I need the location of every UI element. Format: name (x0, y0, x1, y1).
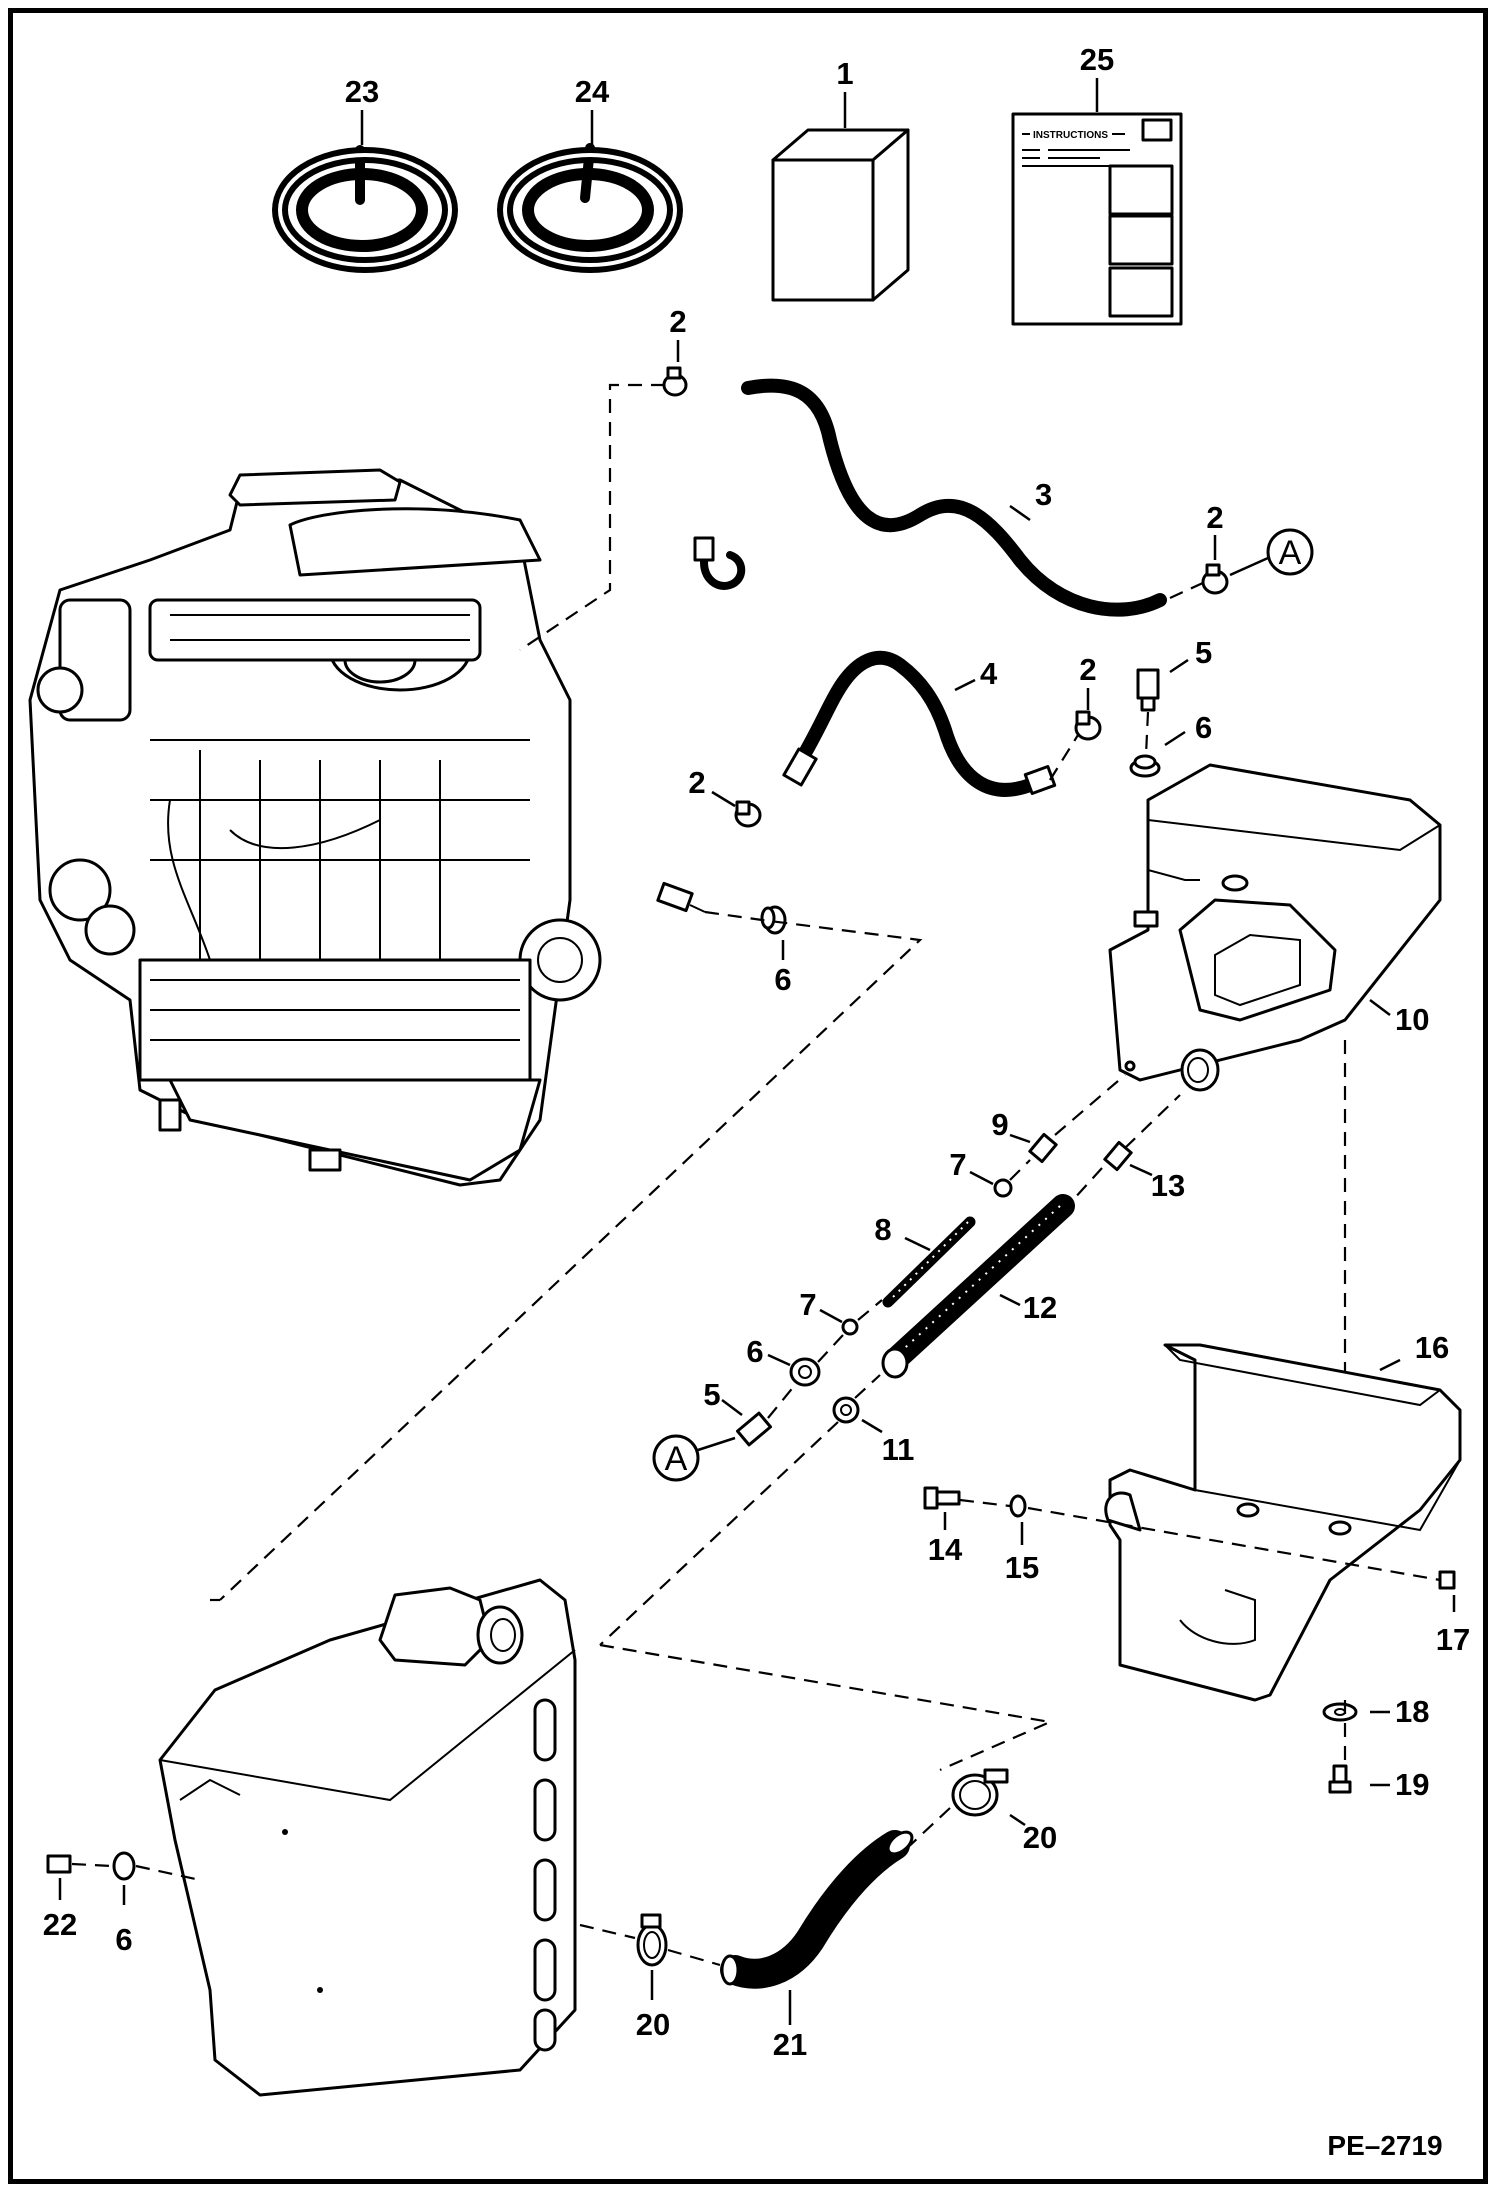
bolt-19 (1328, 1764, 1352, 1794)
callout-17: 17 (1436, 1622, 1470, 1657)
callout-16: 16 (1415, 1330, 1449, 1365)
callout-10: 10 (1395, 1002, 1429, 1037)
svg-text:A: A (1279, 534, 1302, 572)
hose-clamp-20-left (636, 1913, 668, 1967)
callout-24: 24 (575, 74, 610, 109)
oring-7-upper (993, 1178, 1013, 1198)
callout-4: 4 (980, 656, 998, 691)
callout-14: 14 (928, 1532, 963, 1567)
fitting-9 (1028, 1132, 1058, 1164)
bolt-14 (923, 1486, 961, 1510)
washer-6-top (1129, 754, 1161, 778)
hose-clamp-2-mid-right (1074, 710, 1102, 741)
oring-7-lower (841, 1318, 859, 1336)
coiled-hose-23 (272, 145, 458, 273)
callout-5-lower: 5 (703, 1377, 720, 1412)
washer-6-lower (789, 1357, 821, 1387)
reservoir-10 (1108, 763, 1442, 1092)
tube-8 (882, 1216, 976, 1308)
callout-5-top: 5 (1195, 635, 1212, 670)
callout-20-left: 20 (636, 2007, 670, 2042)
instruction-sheet-title: INSTRUCTIONS (1033, 130, 1108, 141)
callout-21: 21 (773, 2027, 807, 2062)
engine-fitting (656, 881, 706, 913)
hose-3 (741, 378, 1167, 617)
callout-2-mid-left: 2 (688, 765, 705, 800)
callout-22: 22 (43, 1907, 77, 1942)
coiled-hose-24 (497, 143, 683, 273)
hose-21 (720, 1830, 914, 1989)
washer-18 (1322, 1702, 1358, 1722)
instruction-sheet-25: INSTRUCTIONS (1011, 112, 1183, 326)
nut-17 (1438, 1570, 1456, 1590)
parts-box-1 (771, 128, 910, 302)
callout-2-top: 2 (669, 304, 686, 339)
hose-12 (881, 1194, 1075, 1379)
callout-11: 11 (882, 1432, 915, 1467)
bolt-22 (46, 1854, 72, 1874)
ref-marker-a-lower: A (652, 1434, 700, 1482)
washer-6-tank (112, 1851, 136, 1881)
nut-11 (832, 1396, 860, 1424)
hose-clamp-20-right (951, 1768, 1009, 1817)
hose-clamp-2-right (1201, 563, 1229, 595)
callout-20-right: 20 (1023, 1820, 1057, 1855)
fitting-5-top (1136, 668, 1160, 712)
callout-13: 13 (1151, 1168, 1185, 1203)
callout-7-lower: 7 (799, 1287, 816, 1322)
callout-6-tank: 6 (115, 1922, 132, 1957)
engine-assembly (28, 468, 602, 1187)
callout-23: 23 (345, 74, 379, 109)
loose-clamp (693, 536, 746, 590)
svg-text:A: A (665, 1440, 688, 1478)
document-code: PE–2719 (1327, 2130, 1442, 2161)
callout-12: 12 (1023, 1290, 1057, 1325)
callout-8: 8 (874, 1212, 891, 1247)
callout-19: 19 (1395, 1767, 1429, 1802)
washer-15 (1009, 1494, 1027, 1518)
callout-3: 3 (1035, 477, 1052, 512)
callout-6-engine: 6 (774, 962, 791, 997)
callout-6-top: 6 (1195, 710, 1212, 745)
callout-1: 1 (836, 56, 853, 91)
callout-2-mid-right: 2 (1079, 652, 1096, 687)
bracket-16 (1104, 1343, 1462, 1702)
hose-clamp-2-mid-left (734, 800, 762, 828)
callout-7-upper: 7 (949, 1147, 966, 1182)
ref-marker-a-top: A (1266, 528, 1314, 576)
callout-15: 15 (1005, 1550, 1039, 1585)
fitting-5-lower (735, 1411, 773, 1447)
hose-clamp-2-top (662, 366, 688, 397)
callout-25: 25 (1080, 42, 1114, 77)
callout-6-lower: 6 (746, 1334, 763, 1369)
callout-9: 9 (991, 1107, 1008, 1142)
callout-2-right: 2 (1206, 500, 1223, 535)
callout-18: 18 (1395, 1694, 1429, 1729)
hose-4 (782, 650, 1057, 797)
washer-6-engine (760, 905, 787, 935)
overflow-tank (158, 1578, 577, 2097)
